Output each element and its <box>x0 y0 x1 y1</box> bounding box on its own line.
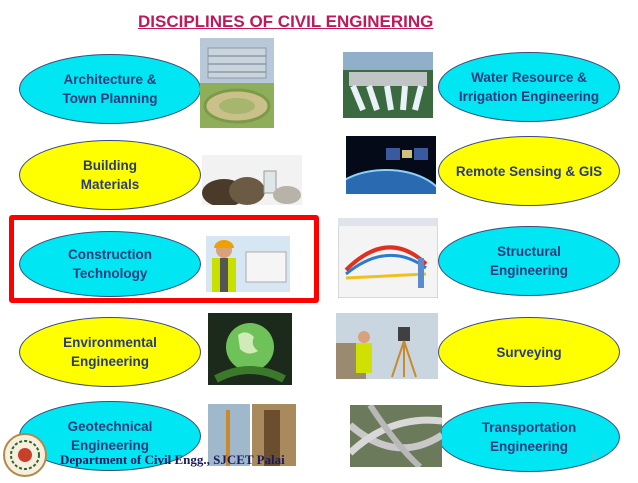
construction-worker-photo <box>206 236 290 292</box>
page-number: 5 <box>592 452 598 462</box>
surveying-photo <box>336 313 438 379</box>
college-logo-icon <box>2 432 48 478</box>
geotechnical-photo <box>208 404 296 466</box>
satellite-photo <box>346 136 436 194</box>
ellipse-label: Architecture & Town Planning <box>62 72 158 106</box>
environmental-globe-photo <box>208 313 292 385</box>
ellipse-label: Structural Engineering <box>489 244 568 278</box>
ellipse-building-materials: Building Materials <box>19 140 201 210</box>
ellipse-structural: Structural Engineering <box>438 226 620 296</box>
ellipse-label: Transportation Engineering <box>481 420 577 454</box>
ellipse-remote-sensing: Remote Sensing & GIS <box>438 136 620 206</box>
ellipse-label: Environmental Engineering <box>63 335 157 369</box>
interchange-photo <box>350 405 442 467</box>
ellipse-label: Remote Sensing & GIS <box>455 163 603 179</box>
ellipse-label: Surveying <box>496 344 562 360</box>
slide-title: DISCIPLINES OF CIVIL ENGINERING <box>138 12 434 31</box>
ellipse-label: Water Resource & Irrigation Engineering <box>458 70 600 104</box>
ellipse-transportation: Transportation Engineering <box>438 402 620 472</box>
building-materials-photo <box>202 155 302 205</box>
footer-text: Department of Civil Engg., SJCET Palai <box>60 452 285 467</box>
ellipse-construction-technology: Construction Technology <box>19 231 201 297</box>
ellipse-geotechnical: Geotechnical Engineering <box>19 401 201 471</box>
ellipse-architecture: Architecture & Town Planning <box>19 54 201 124</box>
ellipse-label: Geotechnical Engineering <box>67 419 153 453</box>
dam-photo <box>343 52 433 118</box>
ellipse-label: Construction Technology <box>68 247 152 281</box>
ellipse-surveying: Surveying <box>438 317 620 387</box>
ellipse-label: Building Materials <box>80 158 140 192</box>
highlight-frame <box>9 215 319 303</box>
architecture-photo <box>200 38 274 128</box>
ellipse-water-resource: Water Resource & Irrigation Engineering <box>438 52 620 122</box>
ellipse-environmental: Environmental Engineering <box>19 317 201 387</box>
structural-model-photo <box>338 218 438 298</box>
